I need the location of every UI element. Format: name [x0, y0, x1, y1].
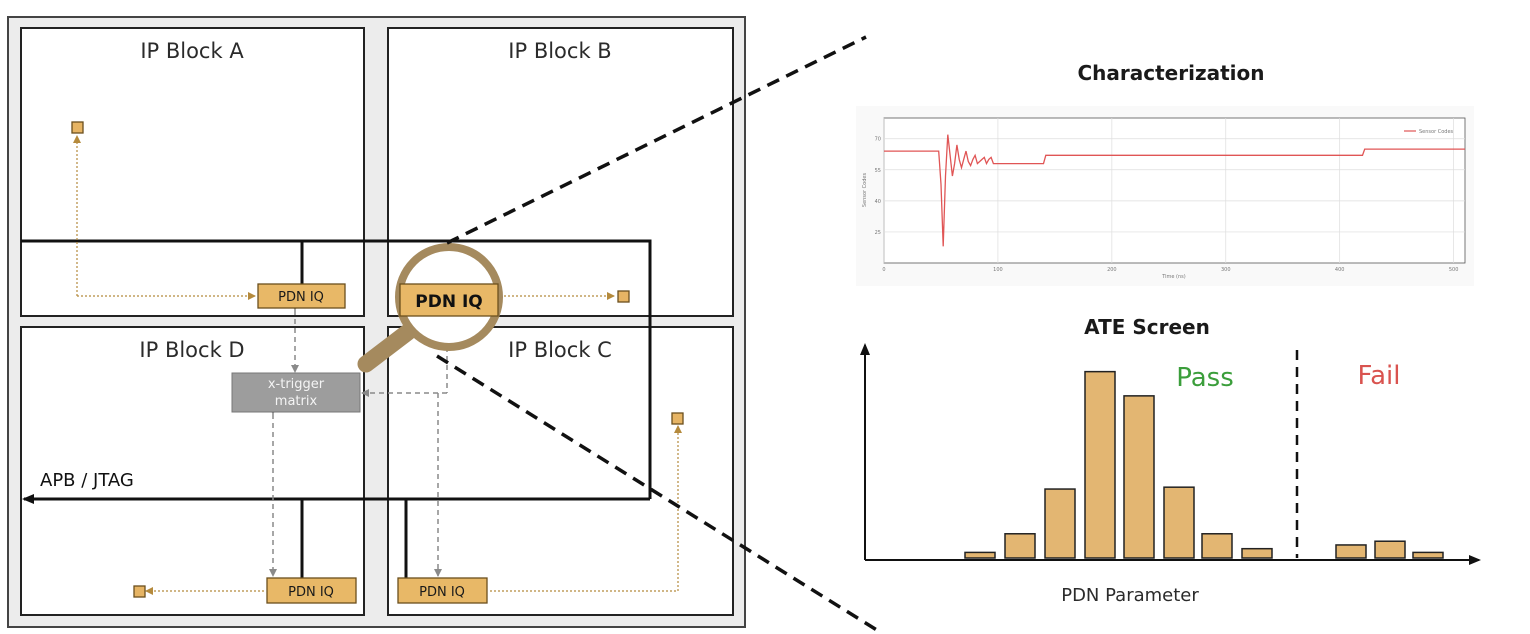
x-tick-label: 500	[1449, 267, 1459, 273]
histogram-bar	[964, 551, 996, 559]
histogram-bar	[1163, 486, 1195, 559]
ip-block-c: IP Block C	[387, 326, 734, 616]
histogram-bar	[1044, 488, 1076, 559]
block-c-title: IP Block C	[508, 338, 612, 362]
characterization-grid	[883, 118, 1465, 263]
legend-label: Sensor Codes	[1419, 129, 1454, 135]
characterization-ticks: 0 100 200 300 400 500 25 40 55 70	[875, 137, 1459, 273]
x-tick-label: 0	[882, 267, 885, 273]
histogram-bar	[1084, 370, 1116, 559]
sensor-code-line	[884, 134, 1465, 247]
floorplan: IP Block A IP Block B IP Block D IP Bloc…	[7, 16, 746, 628]
x-tick-label: 100	[993, 267, 1003, 273]
x-tick-label: 200	[1107, 267, 1117, 273]
pdn-iq-block-d: PDN IQ	[266, 577, 357, 604]
ate-panel: ATE Screen Pass Fail PDN Parameter	[860, 315, 1481, 606]
pdn-iq-block-c: PDN IQ	[397, 577, 488, 604]
zoom-callout-lines	[436, 35, 881, 634]
histogram-bar	[1374, 540, 1406, 559]
pdn-iq-label-b: PDN IQ	[415, 292, 483, 312]
xtrigger-line2: matrix	[275, 394, 318, 409]
pdn-iq-label-a: PDN IQ	[278, 290, 324, 305]
pass-label: Pass	[1176, 363, 1234, 393]
histogram-bar	[1201, 533, 1233, 559]
xtrigger-line1: x-trigger	[268, 377, 325, 392]
block-b-title: IP Block B	[508, 39, 611, 63]
y-tick-label: 25	[875, 230, 881, 236]
histogram-bar	[1123, 395, 1155, 559]
pdn-iq-block-a: PDN IQ	[257, 283, 346, 309]
pdn-iq-label-d: PDN IQ	[288, 585, 334, 600]
bus-label: APB / JTAG	[40, 470, 134, 491]
sensor-links	[73, 135, 682, 595]
histogram-bar	[1335, 544, 1367, 559]
block-d-title: IP Block D	[139, 338, 244, 362]
pdn-iq-label-c: PDN IQ	[419, 585, 465, 600]
ate-title: ATE Screen	[1084, 315, 1210, 339]
fail-label: Fail	[1358, 361, 1401, 391]
characterization-title: Characterization	[1077, 61, 1264, 85]
ate-xlabel: PDN Parameter	[1061, 585, 1199, 606]
histogram-bar	[1412, 551, 1444, 559]
sensor-square-b	[617, 290, 630, 303]
x-trigger-matrix: x-trigger matrix	[231, 372, 361, 413]
characterization-panel: Characterization 0 100 200 300 400 500 25 40 55 7…	[856, 61, 1474, 286]
y-tick-label: 70	[875, 137, 881, 143]
characterization-plot	[883, 117, 1466, 264]
pdn-iq-block-b	[399, 283, 499, 317]
histogram-bar	[1004, 533, 1036, 559]
sensor-square-c	[671, 412, 684, 425]
sensor-square-d	[133, 585, 146, 598]
magnifier: PDN IQ	[357, 243, 503, 373]
block-a-title: IP Block A	[140, 39, 244, 63]
sensor-square-a	[71, 121, 84, 134]
characterization-ylabel: Sensor Codes	[862, 173, 868, 208]
ip-block-a: IP Block A	[20, 27, 365, 317]
characterization-xlabel: Time (ns)	[1161, 274, 1186, 280]
ate-bars	[964, 370, 1444, 559]
y-tick-label: 40	[875, 199, 881, 205]
y-tick-label: 55	[875, 168, 881, 174]
x-tick-label: 400	[1335, 267, 1345, 273]
histogram-bar	[1241, 547, 1273, 559]
x-tick-label: 300	[1221, 267, 1231, 273]
